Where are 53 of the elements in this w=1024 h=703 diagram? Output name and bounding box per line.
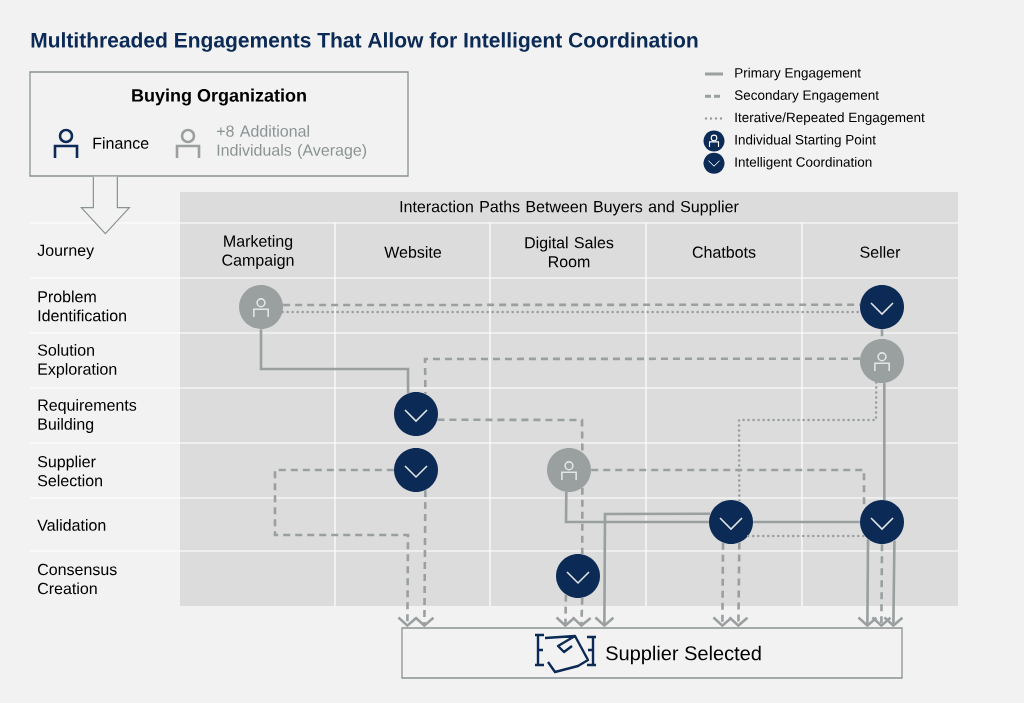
legend-label: Intelligent Coordination: [735, 156, 872, 170]
connector: [883, 540, 904, 628]
row-label: Validation: [37, 519, 106, 531]
connector: [737, 381, 878, 503]
coordination-marker: [709, 500, 753, 544]
legend-label: Individual Starting Point: [735, 134, 876, 148]
coordination-marker: [556, 554, 600, 598]
row-label: Requirements Building: [38, 399, 137, 433]
connector: [564, 492, 709, 524]
connector: [283, 303, 860, 307]
table-header: Interaction Paths Between Buyers and Supplier: [400, 200, 739, 216]
legend-label: Iterative/Repeated Engagement: [735, 112, 925, 125]
column-header: Digital Sales Room: [525, 236, 614, 268]
connector: [571, 597, 592, 628]
connector: [555, 594, 576, 628]
connector: [880, 329, 884, 339]
row-label: Supplier Selection: [37, 455, 102, 487]
coordination-marker: [860, 285, 904, 329]
organization-box: Buying Organization Finance +8 Additional Individuals (Average): [29, 71, 409, 177]
starting-point-marker: [860, 339, 904, 383]
title: Multithreaded Engagements That Allow for Intelligent Coordination: [31, 32, 698, 52]
row-label: Journey: [37, 244, 95, 260]
connector: [871, 544, 892, 628]
coordination-marker: [394, 448, 438, 492]
row-label: Solution Exploration: [37, 344, 117, 378]
column-header: Seller: [860, 246, 901, 258]
coordination-marker: [860, 500, 904, 544]
connector: [753, 520, 860, 524]
column-header: Chatbots: [692, 246, 756, 258]
connector: [712, 542, 733, 628]
connector: [259, 329, 410, 394]
connector: [437, 418, 584, 453]
block-arrow: [80, 176, 131, 235]
connector: [883, 383, 886, 500]
connector: [580, 487, 584, 555]
connector: [857, 539, 878, 628]
connector: [281, 310, 862, 314]
result-box: Supplier Selected: [401, 627, 903, 679]
column-header: Marketing Campaign: [222, 235, 294, 269]
legend-label: Primary Engagement: [735, 67, 861, 81]
starting-point-marker: [547, 448, 591, 492]
connector: [273, 468, 418, 628]
column-header: Website: [384, 246, 442, 258]
connector: [594, 512, 711, 628]
legend-label: Secondary Engagement: [734, 90, 879, 103]
connector: [728, 542, 749, 628]
row-label: Problem Identification: [38, 290, 126, 322]
connector: [746, 534, 867, 538]
starting-point-marker: [239, 285, 283, 329]
row-label: Consensus Creation: [38, 563, 117, 595]
coordination-marker: [394, 392, 438, 436]
connector: [414, 490, 435, 628]
connector: [423, 357, 860, 394]
